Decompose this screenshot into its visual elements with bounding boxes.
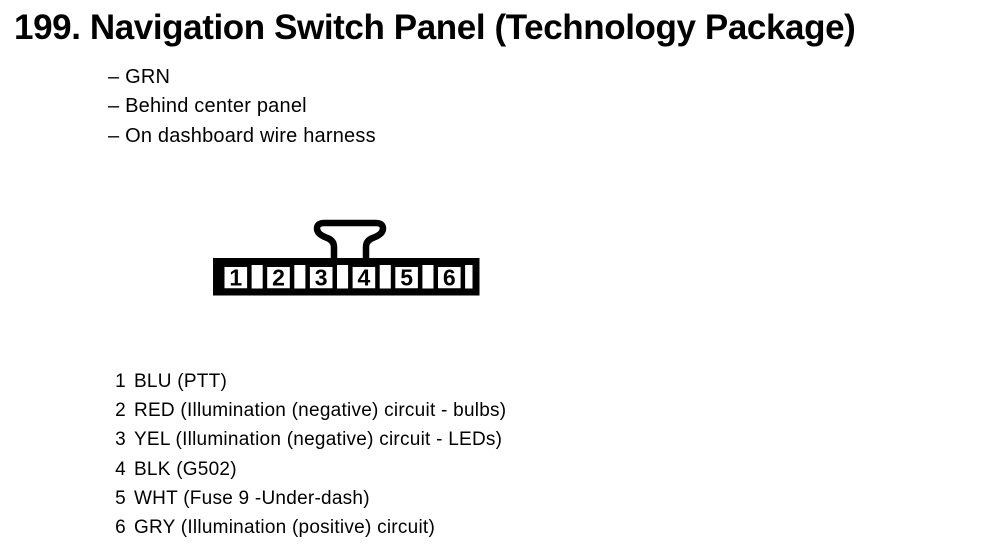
pin-number: 3 [115, 429, 126, 451]
cavity-number-3: 3 [315, 265, 328, 291]
pin-row-4: 4 BLK (G502) [113, 455, 506, 484]
cavity-number-1: 1 [229, 265, 242, 291]
pin-row-1: 1 BLU (PTT) [113, 367, 506, 396]
cavity-cell-5 [390, 262, 423, 293]
pin-description: YEL (Illumination (negative) circuit - L… [134, 429, 503, 451]
pin-number: 5 [115, 487, 126, 509]
pin-description: RED (Illumination (negative) circuit - b… [134, 400, 507, 422]
pin-description: WHT (Fuse 9 -Under-dash) [134, 487, 370, 509]
connector-latch-tab-icon [313, 219, 387, 264]
note-wire-color: – GRN [108, 66, 171, 88]
cavity-number-5: 5 [400, 265, 413, 291]
cavity-number-2: 2 [272, 265, 285, 291]
pin-number: 1 [115, 371, 126, 392]
pin-number: 4 [115, 458, 126, 480]
pin-row-3: 3 YEL (Illumination (negative) circuit -… [113, 425, 506, 454]
note-location: – Behind center panel [108, 95, 307, 118]
cavity-number-4: 4 [358, 265, 371, 291]
connector-body [213, 258, 480, 296]
pin-description: GRY (Illumination (positive) circuit) [134, 517, 436, 539]
pin-row-6: 6 GRY (Illumination (positive) circuit) [113, 513, 506, 542]
connector-drawing: 1 2 3 4 5 6 [213, 219, 480, 296]
cavity-cell-1 [220, 262, 252, 293]
pin-description: BLU (PTT) [134, 371, 228, 392]
cavity-number-6: 6 [443, 265, 456, 291]
pin-number: 2 [115, 400, 126, 422]
pin-legend: 1 BLU (PTT) 2 RED (Illumination (negativ… [113, 367, 506, 542]
pin-row-5: 5 WHT (Fuse 9 -Under-dash) [113, 484, 506, 513]
cavity-cell-6 [433, 262, 466, 293]
location-notes: – GRN – Behind center panel – On dashboa… [108, 63, 376, 151]
cavity-cell-4 [348, 262, 380, 293]
connector-diagram: 1 2 3 4 5 6 [206, 218, 486, 298]
pin-number: 6 [115, 517, 126, 539]
note-harness: – On dashboard wire harness [108, 124, 376, 147]
cavity-cell-2 [262, 262, 295, 293]
page-title: 199. Navigation Switch Panel (Technology… [14, 8, 856, 47]
cavity-cell-3 [305, 262, 338, 293]
pin-description: BLK (G502) [134, 458, 237, 480]
pin-row-2: 2 RED (Illumination (negative) circuit -… [113, 396, 506, 425]
